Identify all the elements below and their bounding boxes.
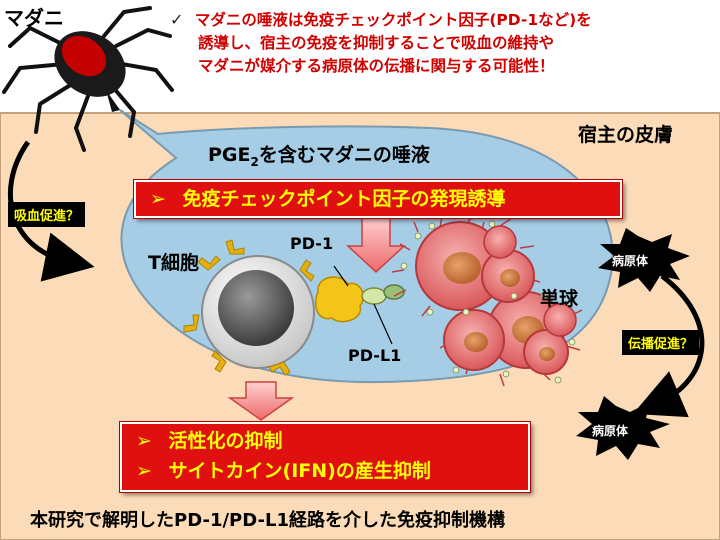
pdl1-label: PD-L1 [348, 346, 402, 365]
pathogen-burst-2 [576, 396, 670, 460]
top-note-line-3: マダニが媒介する病原体の伝播に関与する可能性！ [198, 57, 555, 75]
pd1-receptor [314, 276, 364, 323]
t-cell [183, 239, 364, 376]
result-row-2: ➢ サイトカイン(IFN)の産生抑制 [122, 456, 528, 486]
tick-illustration [2, 6, 174, 152]
footer-caption: 本研究で解明したPD-1/PD-L1経路を介した免疫抑制機構 [30, 510, 505, 531]
pathogen-label-1: 病原体 [612, 254, 649, 268]
result-text-1: 活性化の抑制 [168, 430, 283, 452]
saliva-title-sub: 2 [250, 154, 259, 169]
result-box: ➢ 活性化の抑制 ➢ サイトカイン(IFN)の産生抑制 [119, 421, 531, 493]
blood-feeding-tag: 吸血促進？ [8, 202, 86, 227]
induction-text: 免疫チェックポイント因子の発現誘導 [182, 188, 506, 210]
top-note-text-1: マダニの唾液は免疫チェックポイント因子(PD-1など)を [194, 11, 592, 29]
transmission-tag: 伝播促進？ [622, 330, 700, 355]
induction-row: ➢ 免疫チェックポイント因子の発現誘導 [136, 182, 620, 216]
host-skin-label: 宿主の皮膚 [578, 124, 674, 146]
pathogen-label-2: 病原体 [592, 424, 629, 438]
induction-arrow [346, 217, 406, 274]
pdl1-ligand [333, 265, 405, 345]
induction-box: ➢ 免疫チェックポイント因子の発現誘導 [133, 179, 623, 219]
bullet-arrow-icon: ➢ [136, 430, 152, 452]
bullet-arrow-icon: ➢ [136, 460, 152, 482]
suppression-arrow [227, 381, 295, 421]
tick-label: マダニ [4, 6, 64, 30]
pd1-label: PD-1 [290, 234, 334, 253]
bullet-arrow-icon: ➢ [150, 188, 166, 210]
pathogen-burst-1 [598, 228, 690, 292]
transmission-arrow [633, 274, 705, 418]
top-note-line-1: ✓ マダニの唾液は免疫チェックポイント因子(PD-1など)を [170, 8, 592, 32]
check-icon: ✓ [170, 10, 184, 29]
t-cell-label: T細胞 [148, 252, 199, 274]
saliva-title-post: を含むマダニの唾液 [258, 144, 430, 166]
monocyte-cluster [391, 211, 583, 387]
saliva-title: PGE2を含むマダニの唾液 [208, 140, 430, 169]
result-text-2: サイトカイン(IFN)の産生抑制 [168, 460, 431, 482]
monocyte-label: 単球 [540, 288, 579, 310]
saliva-title-pre: PGE [208, 144, 251, 166]
top-note-line-2: 誘導し、宿主の免疫を抑制することで吸血の維持や [198, 34, 555, 52]
result-row-1: ➢ 活性化の抑制 [122, 424, 528, 456]
top-note: ✓ マダニの唾液は免疫チェックポイント因子(PD-1など)を 誘導し、宿主の免疫… [170, 8, 592, 78]
